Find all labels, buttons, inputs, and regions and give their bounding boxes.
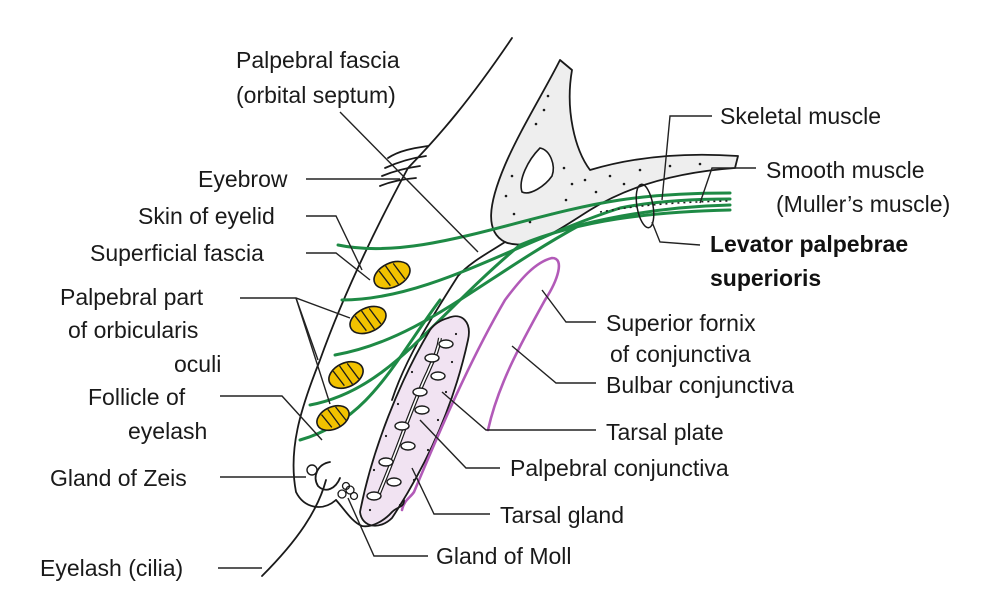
labels: Palpebral fascia (orbital septum) Skelet… — [40, 47, 950, 581]
label-superior-fornix-2: of conjunctiva — [610, 341, 751, 367]
orbicularis-bundles — [316, 260, 411, 432]
gland-of-zeis-shape — [306, 464, 318, 476]
orbital-bone — [490, 59, 739, 246]
label-palpebral-part-2: of orbicularis — [68, 317, 198, 343]
label-eyebrow: Eyebrow — [198, 166, 288, 192]
lid-margin — [335, 499, 405, 528]
label-levator-1: Levator palpebrae — [710, 231, 908, 257]
label-superficial-fascia: Superficial fascia — [90, 240, 264, 266]
label-palpebral-part-1: Palpebral part — [60, 284, 204, 310]
label-tarsal-plate: Tarsal plate — [606, 419, 724, 445]
anatomy-drawing — [261, 37, 739, 577]
label-follicle-2: eyelash — [128, 418, 207, 444]
label-levator-2: superioris — [710, 265, 821, 291]
label-palpebral-fascia-1: Palpebral fascia — [236, 47, 400, 73]
label-superior-fornix-1: Superior fornix — [606, 310, 756, 336]
levator-bundle — [635, 183, 655, 229]
label-tarsal-gland: Tarsal gland — [500, 502, 624, 528]
label-palpebral-fascia-2: (orbital septum) — [236, 82, 396, 108]
label-palpebral-part-3: oculi — [174, 351, 221, 377]
label-palpebral-conjunctiva: Palpebral conjunctiva — [510, 455, 729, 481]
eyelash-shaft — [261, 479, 327, 577]
label-follicle-1: Follicle of — [88, 384, 186, 410]
gland-of-moll-shape — [337, 481, 359, 501]
skin-outline — [292, 37, 513, 508]
palpebral-conjunctiva — [400, 256, 561, 512]
eyelash-follicle — [314, 461, 341, 491]
label-bulbar-conjunctiva: Bulbar conjunctiva — [606, 372, 794, 398]
label-skeletal-muscle: Skeletal muscle — [720, 103, 881, 129]
eyebrow-hairs — [379, 145, 429, 187]
muller-smooth-muscle — [599, 200, 729, 213]
label-skin-of-eyelid: Skin of eyelid — [138, 203, 275, 229]
label-smooth-muscle-1: Smooth muscle — [766, 157, 925, 183]
tarsal-gland-acini — [366, 339, 454, 501]
bone-cavity — [520, 147, 555, 194]
label-smooth-muscle-2: (Muller’s muscle) — [776, 191, 950, 217]
orbital-septum — [391, 241, 506, 401]
label-gland-of-zeis: Gland of Zeis — [50, 465, 187, 491]
leader-lines — [218, 111, 756, 569]
label-gland-of-moll: Gland of Moll — [436, 543, 572, 569]
label-eyelash: Eyelash (cilia) — [40, 555, 183, 581]
levator-skeletal — [336, 191, 732, 251]
